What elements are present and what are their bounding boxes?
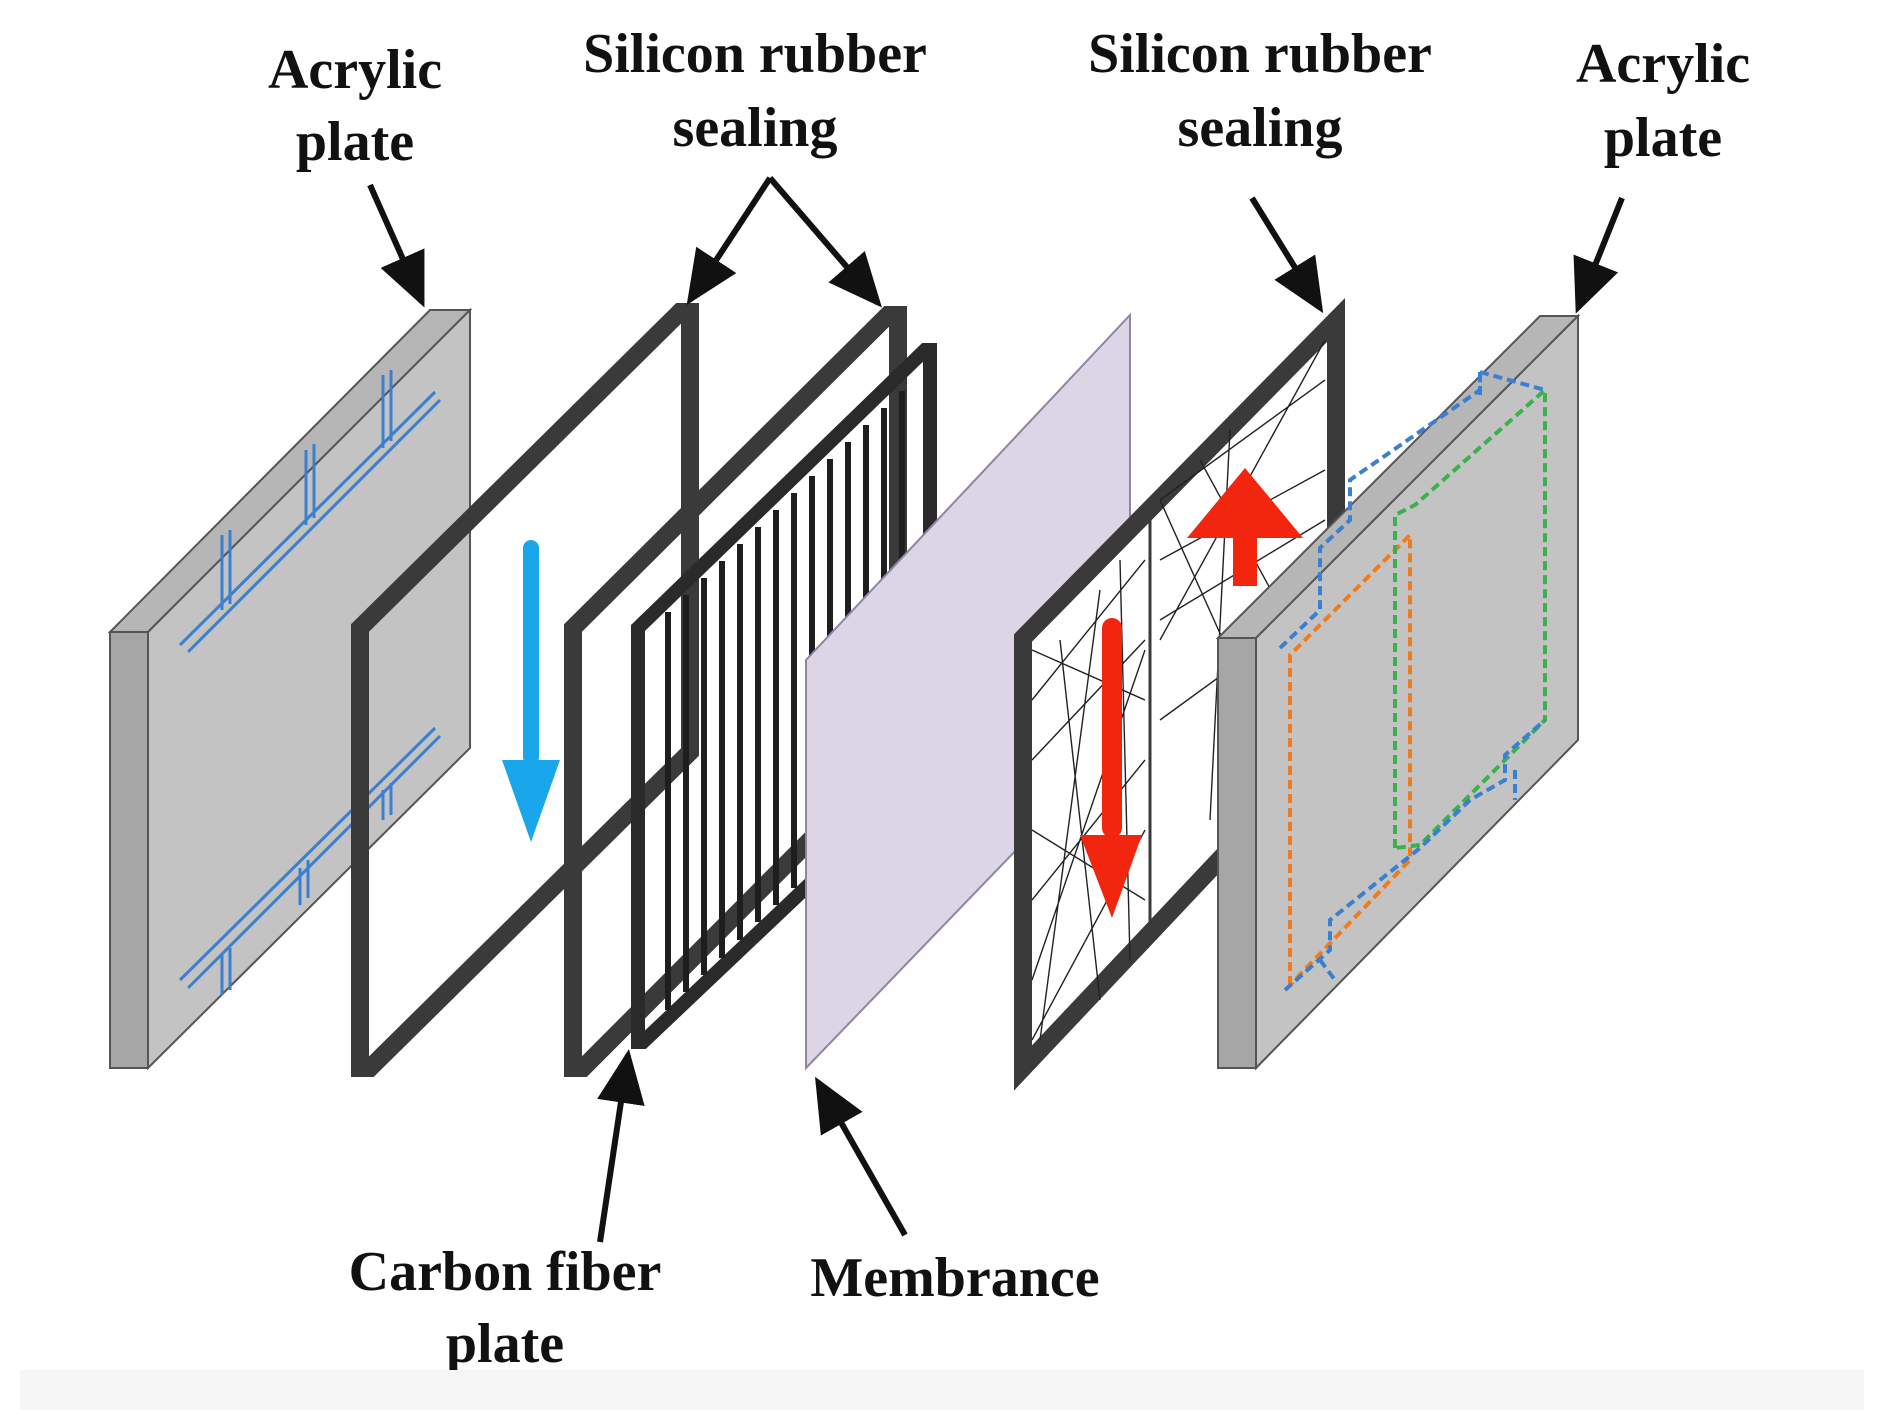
label-acrylic-left: Acrylic plate <box>268 39 442 173</box>
flow-channels <box>178 370 442 995</box>
svg-text:plate: plate <box>296 111 414 173</box>
leader-silicon-right <box>1249 196 1324 314</box>
label-acrylic-right: Acrylic plate <box>1576 33 1750 169</box>
leader-silicon-left-b <box>767 176 882 308</box>
leader-carbon-fiber <box>597 1049 645 1243</box>
leader-acrylic-right <box>1573 196 1625 314</box>
bottom-margin-strip <box>20 1370 1864 1410</box>
label-carbon-fiber: Carbon fiber plate <box>349 1241 662 1375</box>
svg-text:Carbon fiber: Carbon fiber <box>349 1241 662 1303</box>
right-acrylic-plate <box>1215 313 1581 1071</box>
svg-text:plate: plate <box>446 1313 564 1375</box>
label-membrance: Membrance <box>810 1247 1099 1309</box>
dashed-flow-paths <box>1278 370 1547 992</box>
svg-text:Silicon rubber: Silicon rubber <box>1088 23 1432 85</box>
hot-flow-up-arrow-icon <box>1187 468 1303 586</box>
svg-text:Silicon rubber: Silicon rubber <box>583 23 927 85</box>
cold-flow-arrow-icon <box>502 540 560 842</box>
svg-text:Acrylic: Acrylic <box>1576 33 1750 95</box>
leader-silicon-left-a <box>686 176 773 306</box>
hot-flow-down-arrow-icon <box>1080 618 1142 918</box>
leader-acrylic-left <box>367 183 425 308</box>
svg-text:Acrylic: Acrylic <box>268 39 442 101</box>
svg-text:plate: plate <box>1604 107 1722 169</box>
leader-arrows <box>367 176 1625 1243</box>
label-silicon-left: Silicon rubber sealing <box>583 23 927 159</box>
left-acrylic-plate <box>107 307 473 1071</box>
leader-membrance <box>815 1076 908 1237</box>
svg-text:sealing: sealing <box>1178 97 1343 159</box>
svg-text:Membrance: Membrance <box>810 1247 1099 1309</box>
label-silicon-right: Silicon rubber sealing <box>1088 23 1432 159</box>
svg-text:sealing: sealing <box>673 97 838 159</box>
left-silicon-sealing-frame <box>351 303 699 1077</box>
